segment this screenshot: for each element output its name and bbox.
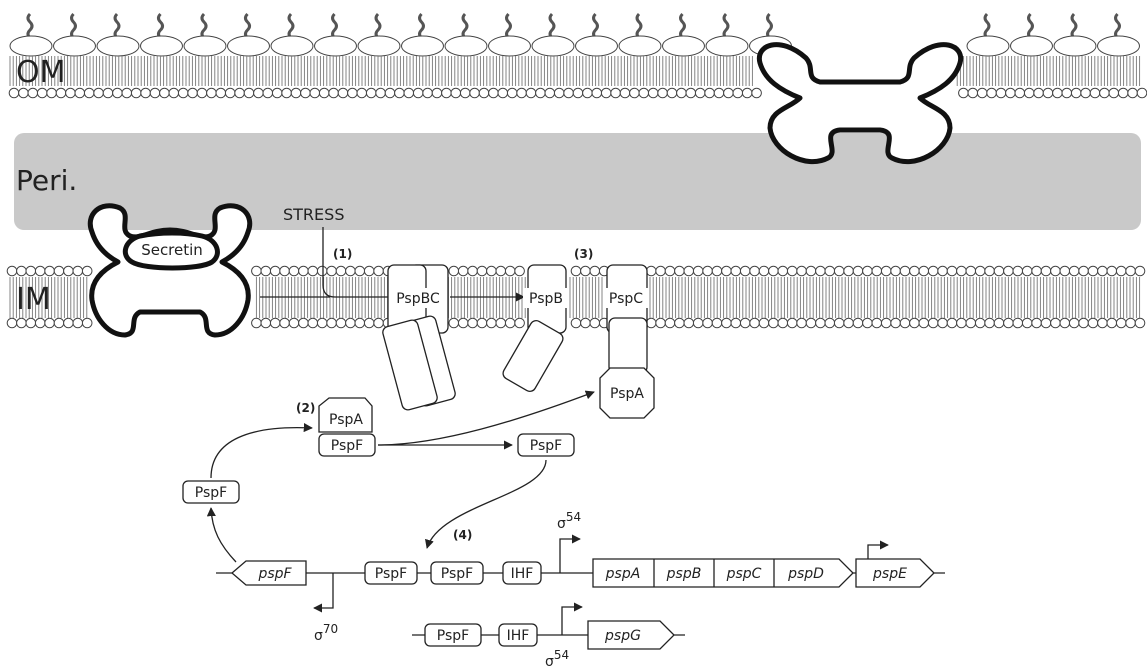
pspb-protein bbox=[501, 265, 569, 394]
periplasm-band bbox=[14, 133, 1141, 230]
sigma54-label-b: σ54 bbox=[545, 648, 569, 670]
pspf-to-dna-arrow bbox=[427, 460, 546, 548]
pspg-ihf-label: IHF bbox=[507, 628, 530, 644]
im-label: IM bbox=[16, 282, 51, 317]
pspbc-complex bbox=[381, 265, 456, 411]
gene-pspa-label: pspA bbox=[605, 566, 641, 582]
secretin-label: Secretin bbox=[141, 241, 203, 259]
pspg-pspf-label: PspF bbox=[437, 628, 469, 644]
pspc-label: PspC bbox=[609, 291, 643, 307]
pspbc-label: PspBC bbox=[396, 291, 440, 307]
sigma54-promoter-arrow-b bbox=[562, 607, 582, 635]
gene-pspg-label: pspG bbox=[604, 628, 641, 644]
pspf-left-label: PspF bbox=[195, 485, 227, 501]
step-4-label: (4) bbox=[453, 528, 472, 542]
pspc-protein bbox=[603, 265, 649, 373]
step-2-label: (2) bbox=[296, 401, 315, 415]
periplasm-label: Peri. bbox=[16, 164, 77, 197]
pspf-site-2-label: PspF bbox=[441, 566, 473, 582]
sigma70-promoter-arrow bbox=[314, 573, 333, 608]
gene-to-pspf-arrow bbox=[211, 508, 236, 562]
gene-pspe-label: pspE bbox=[872, 566, 907, 582]
pspa-bound-label: PspA bbox=[610, 386, 644, 402]
stress-arrow bbox=[323, 227, 396, 297]
sigma54-label-a: σ54 bbox=[557, 510, 581, 532]
outer-membrane bbox=[9, 14, 1147, 98]
pspf-site-1-label: PspF bbox=[375, 566, 407, 582]
step-3-label: (3) bbox=[574, 247, 593, 261]
ihf-site-label: IHF bbox=[511, 566, 534, 582]
gene-pspd-label: pspD bbox=[787, 566, 824, 582]
pspf-left-to-complex-arrow bbox=[211, 428, 312, 478]
pspb-label: PspB bbox=[529, 291, 563, 307]
gene-pspc-label: pspC bbox=[726, 566, 762, 582]
pspf-free-label: PspF bbox=[530, 438, 562, 454]
pspf-complex-label: PspF bbox=[331, 438, 363, 454]
sigma70-label: σ70 bbox=[314, 622, 338, 644]
step-1-label: (1) bbox=[333, 247, 352, 261]
om-label: OM bbox=[16, 55, 66, 90]
pspa-complex-label: PspA bbox=[329, 412, 363, 428]
sigma54-promoter-arrow-a bbox=[560, 539, 580, 573]
gene-pspf-label: pspF bbox=[257, 566, 292, 582]
gene-pspb-label: pspB bbox=[666, 566, 702, 582]
stress-label: STRESS bbox=[283, 205, 344, 224]
